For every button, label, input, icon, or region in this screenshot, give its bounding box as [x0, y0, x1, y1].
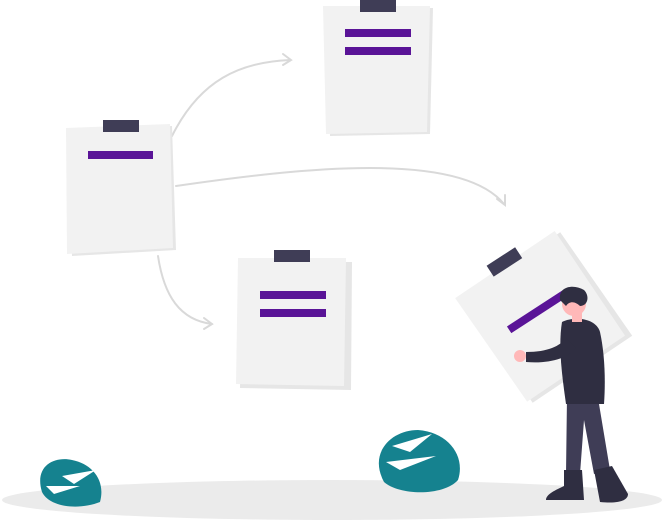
- arrowhead-carried: [496, 194, 506, 207]
- top-document: [323, 0, 433, 136]
- center-plant: [378, 430, 460, 493]
- document-line: [345, 47, 411, 55]
- document-line: [260, 309, 326, 317]
- arrow-to-bottom-document: [157, 255, 213, 325]
- document-line: [506, 289, 569, 334]
- flow-arrows: [157, 53, 506, 330]
- arrowhead-top: [282, 53, 293, 66]
- document-line: [88, 151, 153, 159]
- arrowhead-bottom: [203, 317, 214, 330]
- clip: [274, 250, 310, 262]
- carried-document: [455, 231, 633, 403]
- person-shoe-right: [594, 466, 628, 503]
- person-arm: [526, 338, 576, 363]
- person-hair: [559, 286, 588, 306]
- arrow-to-carried-document: [175, 167, 505, 205]
- person-torso: [560, 318, 605, 404]
- left-plant: [40, 459, 102, 507]
- ground-shadow: [2, 480, 662, 520]
- arrow-to-top-document: [171, 59, 291, 137]
- person-hand: [514, 350, 526, 362]
- person-legs: [566, 396, 610, 474]
- clip: [360, 0, 396, 12]
- person: [514, 286, 628, 503]
- person-shoe-left: [546, 470, 584, 500]
- clip: [103, 120, 139, 132]
- source-document: [66, 120, 176, 256]
- document-line: [345, 29, 411, 37]
- clip: [486, 247, 523, 277]
- document-line: [260, 291, 326, 299]
- bottom-document: [236, 250, 352, 390]
